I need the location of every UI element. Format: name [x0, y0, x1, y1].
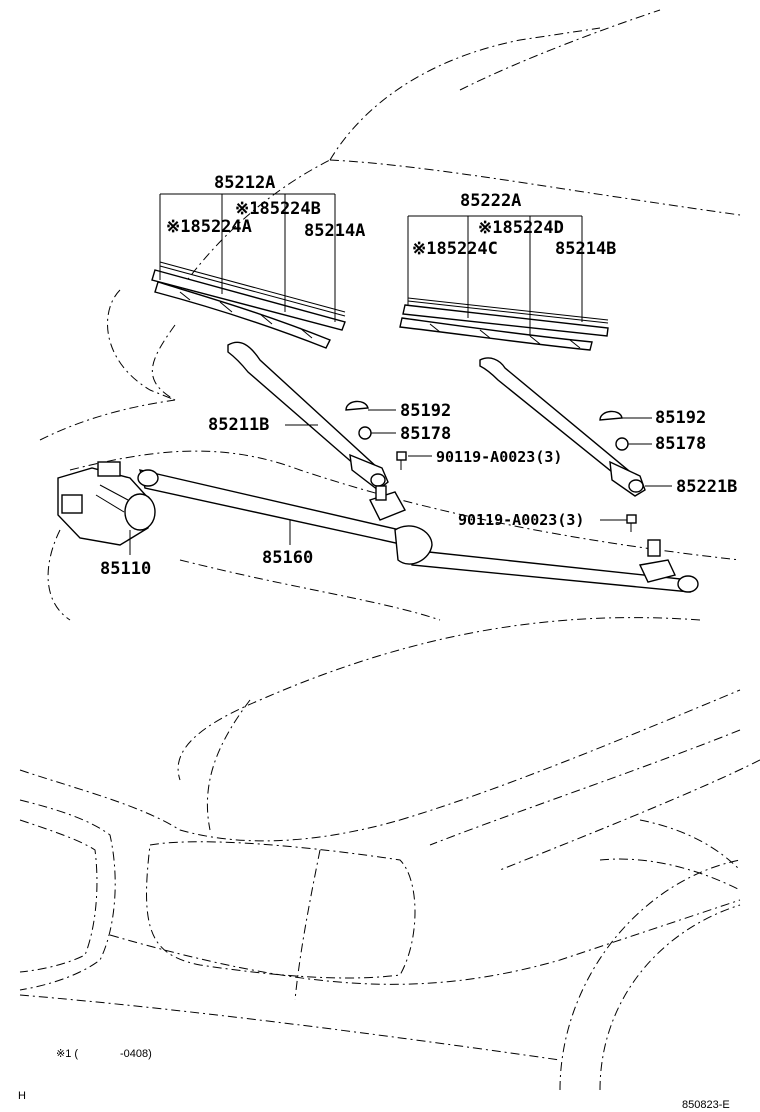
bolt-right [626, 514, 637, 532]
wiper-blade-right [399, 297, 609, 351]
footnote-mark: ※1 ( [56, 1048, 78, 1060]
wiper-blade-left [151, 261, 346, 349]
label-85224C: ※185224C [412, 239, 498, 259]
label-85222A: 85222A [460, 191, 521, 211]
nut-left [358, 426, 372, 440]
wiper-arm-right [479, 357, 646, 497]
small-parts [345, 400, 637, 532]
bolt-left [396, 451, 407, 470]
label-85224B: ※185224B [235, 199, 321, 219]
corner-code-left: H [18, 1090, 26, 1102]
footnote: ※1 ( -0408) [56, 1048, 152, 1060]
vehicle-outline [19, 9, 760, 1091]
part-labels: 85212A ※185224B ※185224A 85214A 85222A ※… [100, 173, 737, 579]
label-85160: 85160 [262, 548, 313, 568]
label-85178-right: 85178 [655, 434, 706, 454]
label-85212A: 85212A [214, 173, 275, 193]
leader-lines [129, 193, 672, 555]
label-90119-right: 90119-A0023(3) [458, 511, 584, 529]
label-85214B: 85214B [555, 239, 616, 259]
wiper-arm-left [227, 341, 389, 491]
nut-right [615, 437, 629, 451]
illustration-number: 850823-E [682, 1099, 730, 1111]
footnote-date: -0408) [120, 1048, 152, 1060]
label-85214A: 85214A [304, 221, 365, 241]
label-85178-left: 85178 [400, 424, 451, 444]
wiper-motor [57, 461, 156, 546]
label-85192-left: 85192 [400, 401, 451, 421]
wiper-link [137, 469, 699, 593]
cap-right [599, 410, 623, 421]
cap-left [345, 400, 369, 411]
label-85110: 85110 [100, 559, 151, 579]
label-85192-right: 85192 [655, 408, 706, 428]
label-85221B: 85221B [676, 477, 737, 497]
label-85224D: ※185224D [478, 218, 564, 238]
label-85211B: 85211B [208, 415, 269, 435]
label-85224A: ※185224A [166, 217, 252, 237]
label-90119-left: 90119-A0023(3) [436, 448, 562, 466]
